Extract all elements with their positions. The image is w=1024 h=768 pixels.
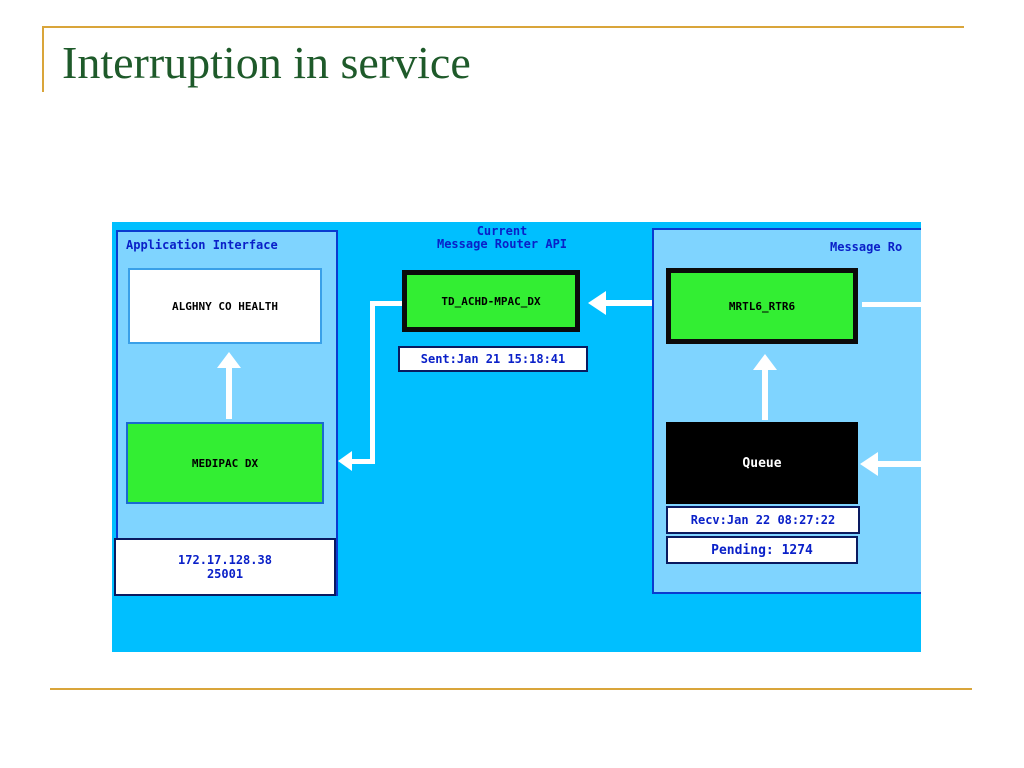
port-number: 25001 bbox=[206, 567, 244, 581]
arrow-right-outgoing-line bbox=[862, 302, 921, 307]
arrow-up-queue-head bbox=[753, 354, 777, 370]
slide-top-rule bbox=[44, 26, 964, 28]
medipac-dx-box[interactable]: MEDIPAC DX bbox=[126, 422, 324, 504]
arrow-route-horizontal-bottom bbox=[352, 459, 375, 464]
arrow-left-router-shaft bbox=[605, 300, 652, 306]
message-router-panel: Message Ro MRTL6_RTR6 Queue Recv:Jan 22 … bbox=[652, 228, 921, 594]
arrow-left-queue-head bbox=[860, 452, 878, 476]
pending-count-box: Pending: 1274 bbox=[666, 536, 858, 564]
arrow-up-queue-shaft bbox=[762, 370, 768, 420]
application-interface-panel: Application Interface ALGHNY CO HEALTH M… bbox=[116, 230, 338, 596]
arrow-up-app-shaft bbox=[226, 367, 232, 419]
arrow-left-router-head bbox=[588, 291, 606, 315]
alghny-health-box[interactable]: ALGHNY CO HEALTH bbox=[128, 268, 322, 344]
slide-title: Interruption in service bbox=[62, 37, 471, 88]
address-box: 172.17.128.38 25001 bbox=[114, 538, 336, 596]
queue-box[interactable]: Queue bbox=[666, 422, 858, 504]
arrow-route-horizontal-top bbox=[370, 301, 402, 306]
router-status-screenshot: Application Interface ALGHNY CO HEALTH M… bbox=[112, 222, 921, 652]
current-router-title-line2: Message Router API bbox=[436, 237, 568, 251]
arrow-left-queue-shaft bbox=[878, 461, 921, 467]
recv-timestamp-box: Recv:Jan 22 08:27:22 bbox=[666, 506, 860, 534]
ip-address: 172.17.128.38 bbox=[178, 553, 272, 567]
arrow-route-vertical bbox=[370, 301, 375, 464]
slide-bottom-rule bbox=[50, 688, 972, 690]
mrtl6-rtr6-node[interactable]: MRTL6_RTR6 bbox=[666, 268, 858, 344]
message-router-title: Message Ro bbox=[830, 240, 903, 254]
current-router-title: Current Message Router API bbox=[402, 225, 602, 251]
application-interface-title: Application Interface bbox=[126, 238, 278, 252]
td-achd-mpac-node[interactable]: TD_ACHD-MPAC_DX bbox=[402, 270, 580, 332]
sent-timestamp-box: Sent:Jan 21 15:18:41 bbox=[398, 346, 588, 372]
arrow-route-head bbox=[338, 451, 352, 471]
slide-left-rule bbox=[42, 26, 44, 92]
current-router-title-line1: Current bbox=[476, 224, 528, 238]
arrow-up-app-head bbox=[217, 352, 241, 368]
